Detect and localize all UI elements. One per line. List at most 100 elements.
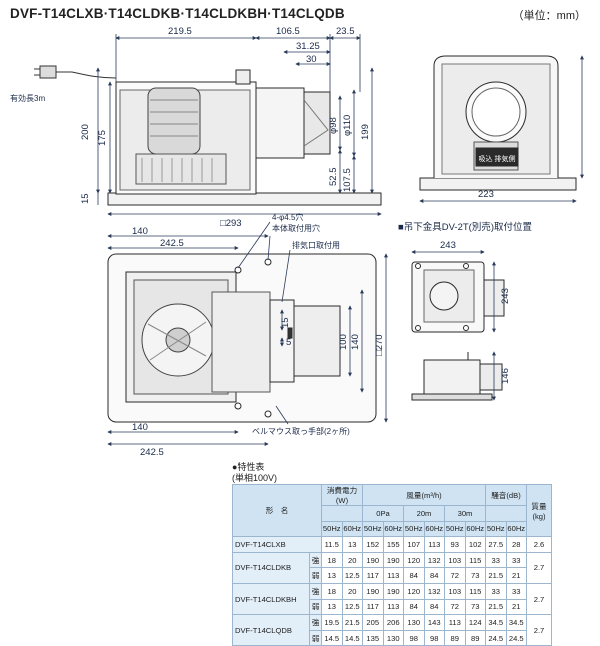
row-value: 20 — [341, 582, 363, 600]
row-value: 103 — [444, 582, 466, 600]
spec-caption-voltage: (単相100V) — [232, 473, 278, 483]
row-value: 33 — [485, 551, 507, 569]
header-power: 消費電力 (W) — [321, 484, 363, 506]
header-hz60: 60Hz — [505, 520, 527, 538]
row-value: 115 — [464, 551, 486, 569]
dim-plan-242-top: 242.5 — [160, 238, 184, 249]
dim-square-293: □293 — [220, 218, 242, 229]
row-value: 115 — [464, 582, 486, 600]
dim-hanger-146: 146 — [500, 368, 511, 384]
row-value: 205 — [362, 614, 384, 631]
row-value: 21 — [505, 598, 527, 616]
row-value: 132 — [423, 551, 445, 569]
dim-plan-100: 100 — [338, 334, 349, 350]
row-value: 113 — [382, 567, 404, 584]
dim-height-total: 200 — [80, 124, 91, 140]
row-mode: 強 — [309, 614, 322, 631]
row-mode: 弱 — [309, 598, 322, 616]
row-value: 113 — [382, 598, 404, 616]
cord-length-label: 有効長3m — [10, 93, 45, 103]
row-value: 190 — [382, 551, 404, 569]
dim-plan-140-top: 140 — [132, 226, 148, 237]
row-value: 190 — [382, 582, 404, 600]
row-mass: 2.7 — [526, 614, 552, 646]
dim-plan-140-v: 140 — [350, 334, 361, 350]
row-value: 18 — [321, 582, 343, 600]
row-value: 120 — [403, 551, 425, 569]
technical-drawing: 219.5 106.5 23.5 31.25 30 有効長3m 200 175 … — [10, 26, 584, 458]
row-model: DVF-T14CLXB — [232, 536, 322, 553]
mount-hole-1 — [234, 266, 242, 274]
row-mode: 弱 — [309, 567, 322, 584]
row-value: 14.5 — [321, 629, 343, 646]
row-value: 11.5 — [321, 536, 343, 553]
dim-side-width: 223 — [478, 189, 494, 200]
row-value: 130 — [382, 629, 404, 646]
dim-plan-square-270: □270 — [374, 334, 385, 356]
motor-housing — [211, 291, 271, 393]
row-value: 124 — [464, 614, 486, 631]
header-airflow: 風量(m³/h) — [362, 484, 486, 506]
row-value: 117 — [362, 567, 384, 584]
row-value: 18 — [321, 551, 343, 569]
header-0pa: 0Pa — [362, 505, 404, 522]
dim-199-front: 199 — [360, 124, 371, 140]
dim-107-5: 107.5 — [342, 168, 353, 192]
mount-hole-2 — [234, 402, 242, 410]
exhaust-duct — [303, 91, 331, 155]
spec-caption-title: ●特性表 — [232, 462, 265, 472]
row-value: 24.5 — [505, 629, 527, 646]
label-sticker — [475, 147, 519, 167]
header-mass: 質量 (kg) — [526, 483, 552, 538]
row-value: 13 — [341, 536, 363, 553]
dim-hanger-width: 243 — [440, 240, 456, 251]
callout-exhaust: 排気口取付用 — [292, 240, 340, 250]
callout-mount-holes: 本体取付用穴 — [272, 223, 320, 233]
row-value: 84 — [423, 598, 445, 616]
row-value: 84 — [403, 567, 425, 584]
front-elevation — [34, 65, 382, 206]
spec-caption: ●特性表 (単相100V) — [232, 462, 277, 484]
row-value: 34.5 — [485, 614, 507, 631]
header-model: 形 名 — [232, 483, 322, 538]
header-20m: 20m — [403, 505, 445, 522]
row-value: 72 — [444, 567, 466, 584]
row-mode: 弱 — [309, 629, 322, 646]
row-value: 21.5 — [341, 614, 363, 631]
row-value: 107 — [403, 536, 425, 553]
row-model: DVF-T14CLDKB — [232, 551, 310, 584]
header-hz50: 50Hz — [444, 520, 466, 538]
row-value: 33 — [505, 551, 527, 569]
row-value: 21.5 — [485, 598, 507, 616]
row-value: 12.5 — [341, 598, 363, 616]
header-hz60: 60Hz — [423, 520, 445, 538]
row-value: 130 — [403, 614, 425, 631]
row-value: 190 — [362, 582, 384, 600]
plan-view — [107, 253, 377, 423]
callout-holes: 4-φ4.5穴 — [272, 212, 303, 222]
dim-phi-110: φ110 — [342, 115, 353, 136]
dim-width-main: 219.5 — [168, 26, 192, 37]
row-value: 19.5 — [321, 614, 343, 631]
header-noise: 騒音(dB) — [485, 484, 527, 506]
header-hz50: 50Hz — [403, 520, 425, 538]
unit-note: （単位：mm） — [512, 10, 586, 22]
row-value: 84 — [423, 567, 445, 584]
row-value: 28 — [505, 536, 527, 553]
row-mode: 強 — [309, 582, 322, 600]
row-value: 13 — [321, 567, 343, 584]
row-mass: 2.7 — [526, 551, 552, 584]
row-value: 190 — [362, 551, 384, 569]
row-value: 206 — [382, 614, 404, 631]
row-value: 21.5 — [485, 567, 507, 584]
front-dimension-labels: 219.5 106.5 23.5 31.25 30 有効長3m 200 175 … — [10, 26, 371, 229]
row-value: 84 — [403, 598, 425, 616]
row-value: 20 — [341, 551, 363, 569]
dim-width-duct: 23.5 — [336, 26, 355, 37]
row-value: 12.5 — [341, 567, 363, 584]
